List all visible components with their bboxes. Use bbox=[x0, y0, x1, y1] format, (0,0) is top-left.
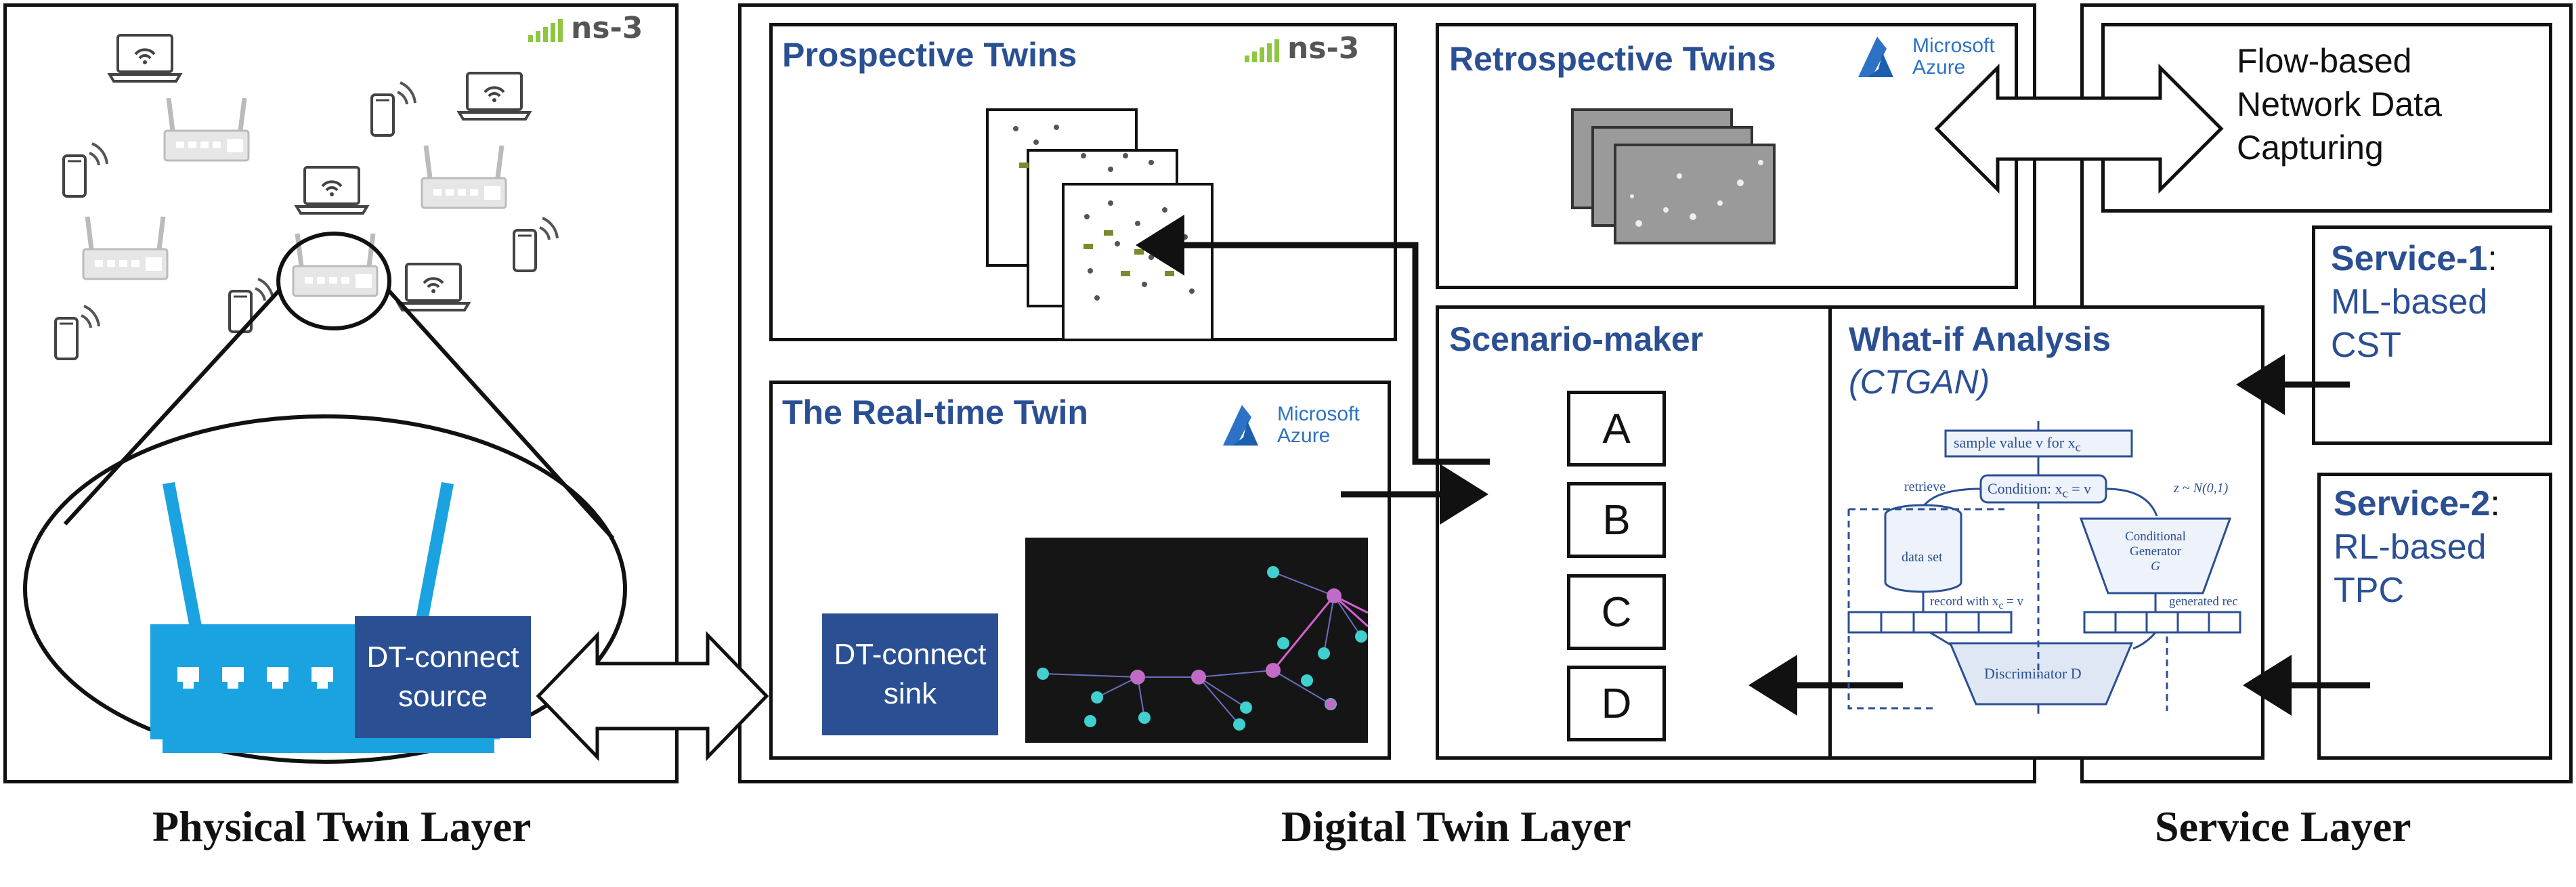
device-icons bbox=[54, 34, 559, 360]
whatif-analysis-title: What-if Analysis bbox=[1849, 320, 2111, 358]
ctgan-retrieve-label: retrieve bbox=[1904, 479, 1946, 494]
scenario-maker-title: Scenario-maker bbox=[1449, 320, 1704, 358]
scenario-c: C bbox=[1567, 574, 1666, 650]
flow-capturing-text: Flow-based Network Data Capturing bbox=[2237, 42, 2442, 167]
service-layer-label: Service Layer bbox=[2155, 802, 2411, 850]
scenario-a: A bbox=[1567, 391, 1666, 467]
service-1-text: Service-1: ML-based CST bbox=[2331, 239, 2497, 365]
service-2-box bbox=[2317, 473, 2552, 760]
scenario-d: D bbox=[1567, 666, 1666, 741]
ctgan-generator-label: Conditional Generator G bbox=[2125, 529, 2186, 574]
prospective-slides-image bbox=[986, 108, 1214, 341]
scenario-to-prospective-arrow bbox=[1136, 215, 1490, 465]
whatif-analysis-subtitle: (CTGAN) bbox=[1849, 363, 1990, 401]
realtime-graph-image bbox=[1025, 538, 1369, 743]
service-1-box bbox=[2312, 225, 2552, 445]
zoom-large-ellipse bbox=[23, 414, 627, 764]
ctgan-distribution-label: z ~ N(0,1) bbox=[2174, 481, 2229, 496]
zoom-small-ellipse bbox=[276, 232, 391, 330]
flow-double-arrow bbox=[1934, 63, 2224, 194]
ctgan-condition-label: Condition: xc = v bbox=[1988, 480, 2092, 500]
azure-icon bbox=[1858, 37, 1893, 77]
ns3-logo-physical: ns-3 bbox=[528, 14, 643, 43]
dt-connect-double-arrow bbox=[536, 630, 769, 762]
ctgan-record-label: record with xc = v bbox=[1930, 594, 2024, 611]
scenario-b: B bbox=[1567, 482, 1666, 558]
ns3-logo-prospective: ns-3 bbox=[1245, 34, 1359, 64]
prospective-twins-title: Prospective Twins bbox=[782, 36, 1077, 74]
ctgan-dataset-label: data set bbox=[1902, 550, 1943, 565]
ctgan-sample-label: sample value v for xc bbox=[1954, 434, 2081, 454]
realtime-twin-title: The Real-time Twin bbox=[782, 393, 1088, 431]
physical-layer-label: Physical Twin Layer bbox=[152, 802, 532, 850]
ctgan-generated-label: generated rec bbox=[2169, 594, 2238, 609]
retrospective-twins-title: Retrospective Twins bbox=[1449, 40, 1776, 78]
azure-icon bbox=[1223, 405, 1258, 446]
retrospective-slides-image bbox=[1571, 108, 1776, 244]
ctgan-discriminator-label: Discriminator D bbox=[1984, 665, 2082, 682]
azure-logo-realtime: Microsoft Azure bbox=[1219, 404, 1360, 447]
azure-logo-retrospective: Microsoft Azure bbox=[1854, 35, 1995, 79]
digital-layer-label: Digital Twin Layer bbox=[1281, 802, 1631, 850]
ctgan-diagram bbox=[1847, 421, 2241, 714]
service-2-text: Service-2: RL-based TPC bbox=[2334, 484, 2500, 610]
